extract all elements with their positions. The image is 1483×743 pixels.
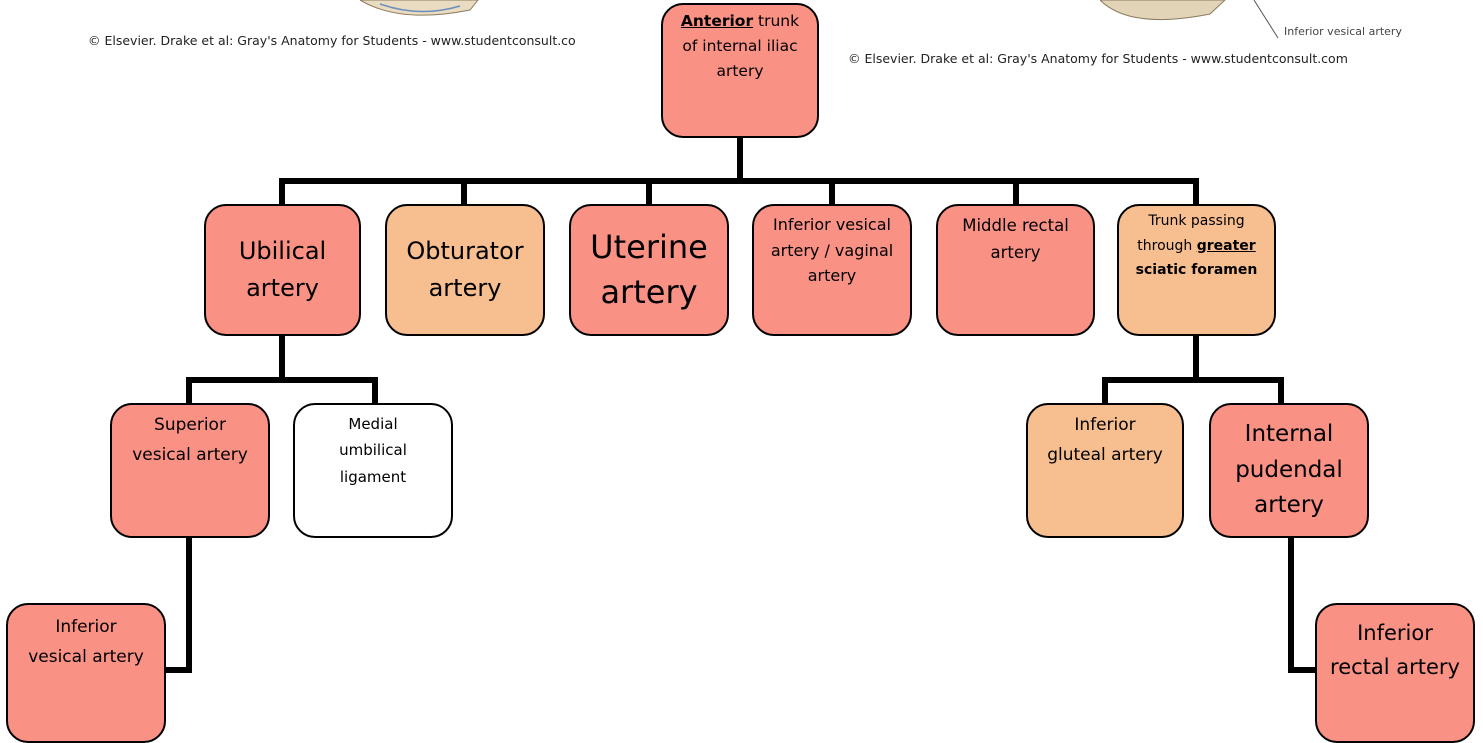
connector <box>186 377 192 405</box>
connector <box>1193 178 1199 206</box>
connector <box>1013 178 1019 206</box>
figure-label-inferior-vesical: Inferior vesical artery <box>1284 25 1402 38</box>
connector <box>1102 377 1108 405</box>
connector <box>646 178 652 206</box>
connector <box>372 377 378 405</box>
connector <box>1102 377 1284 383</box>
connector <box>1288 667 1318 673</box>
connector <box>1288 537 1294 673</box>
connector <box>279 178 1199 184</box>
greater-label: greater <box>1196 237 1256 254</box>
label-leader-line <box>1253 0 1279 39</box>
copyright-credit-right: © Elsevier. Drake et al: Gray's Anatomy … <box>848 51 1348 66</box>
node-trunk-greater-sciatic-foramen: Trunk passing through greater sciatic fo… <box>1117 204 1276 336</box>
connector <box>1193 334 1199 382</box>
connector <box>461 178 467 206</box>
anatomy-illustration-left <box>360 0 479 16</box>
node-anterior-trunk: Anterior trunk of internal iliac artery <box>661 3 819 138</box>
connector <box>163 667 192 673</box>
connector <box>279 178 285 206</box>
anterior-label: Anterior <box>680 12 754 30</box>
copyright-credit-left: © Elsevier. Drake et al: Gray's Anatomy … <box>88 33 576 48</box>
connector <box>279 334 285 382</box>
connector <box>829 178 835 206</box>
connector <box>186 377 378 383</box>
anatomy-illustration-right <box>1100 0 1226 21</box>
connector <box>1278 377 1284 405</box>
connector <box>186 537 192 673</box>
connector <box>737 136 743 182</box>
